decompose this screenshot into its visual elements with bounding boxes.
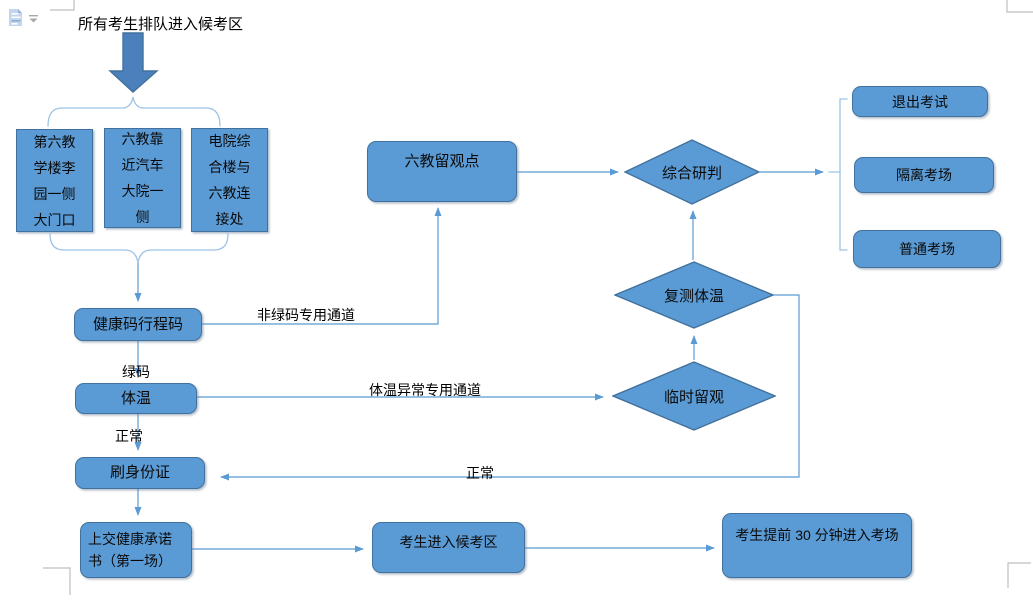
node-decision-retest[interactable]: 复测体温 bbox=[614, 261, 774, 329]
node-gate-2[interactable]: 六教靠近汽车大院一侧 bbox=[104, 128, 181, 228]
node-outcome-normal[interactable]: 普通考场 bbox=[853, 230, 1001, 268]
crop-mark-top-left bbox=[50, 0, 75, 11]
crop-mark-top-right bbox=[1006, 0, 1033, 13]
crop-mark-bottom-right bbox=[1007, 562, 1031, 588]
node-commitment-label: 上交健康承诺书（第一场） bbox=[88, 531, 172, 569]
node-temperature-label: 体温 bbox=[120, 389, 151, 407]
paste-options-icon[interactable] bbox=[9, 9, 22, 26]
page-title: 所有考生排队进入候考区 bbox=[78, 16, 244, 33]
node-outcome-exit[interactable]: 退出考试 bbox=[852, 86, 988, 117]
node-health-code-label: 健康码行程码 bbox=[92, 315, 183, 333]
node-gate-3[interactable]: 电院综合楼与六教连接处 bbox=[191, 128, 268, 232]
node-waiting-area-label: 考生进入候考区 bbox=[399, 534, 498, 550]
edge-nongreen-to-observation bbox=[202, 207, 442, 325]
edge-label-abnormal-channel: 体温异常专用通道 bbox=[369, 382, 481, 398]
crop-marks bbox=[43, 0, 1033, 595]
node-outcome-isolated-label: 隔离考场 bbox=[896, 167, 952, 183]
node-outcome-isolated[interactable]: 隔离考场 bbox=[854, 157, 994, 193]
node-decision-temp-observation-label: 临时留观 bbox=[663, 388, 724, 406]
crop-mark-bottom-left bbox=[43, 567, 71, 595]
node-health-code[interactable]: 健康码行程码 bbox=[74, 308, 202, 341]
node-observation-point[interactable]: 六教留观点 bbox=[367, 141, 517, 202]
outcomes-bracket bbox=[839, 98, 848, 251]
node-outcome-normal-label: 普通考场 bbox=[899, 241, 955, 257]
brace-split bbox=[47, 96, 221, 127]
node-id-check[interactable]: 刷身份证 bbox=[75, 457, 205, 489]
node-decision-judgment-label: 综合研判 bbox=[661, 164, 722, 182]
edge-label-normal-after-retest: 正常 bbox=[466, 465, 494, 481]
node-gate-1[interactable]: 第六教学楼李园一侧大门口 bbox=[16, 129, 93, 232]
diamond-shape bbox=[624, 139, 760, 205]
node-commitment[interactable]: 上交健康承诺书（第一场） bbox=[80, 522, 192, 578]
node-gate-3-label: 电院综合楼与六教连接处 bbox=[208, 133, 251, 227]
node-gate-2-label: 六教靠近汽车大院一侧 bbox=[121, 131, 164, 225]
diamond-shape bbox=[612, 361, 776, 431]
diamond-shape bbox=[614, 261, 774, 329]
big-down-arrow-shape[interactable] bbox=[108, 32, 159, 93]
edge-retest-normal-to-idcheck bbox=[220, 294, 800, 481]
node-decision-retest-label: 复测体温 bbox=[663, 287, 724, 305]
node-outcome-exit-label: 退出考试 bbox=[892, 93, 948, 110]
node-observation-point-label: 六教留观点 bbox=[404, 153, 480, 170]
edge-label-green-code: 绿码 bbox=[122, 364, 150, 380]
node-waiting-area[interactable]: 考生进入候考区 bbox=[372, 522, 525, 573]
brace-merge bbox=[49, 233, 229, 264]
node-id-check-label: 刷身份证 bbox=[109, 464, 170, 481]
node-decision-judgment[interactable]: 综合研判 bbox=[624, 139, 760, 205]
node-enter-room[interactable]: 考生提前 30 分钟进入考场 bbox=[722, 513, 912, 578]
edge-label-normal-after-temp: 正常 bbox=[115, 428, 143, 444]
node-gate-1-label: 第六教学楼李园一侧大门口 bbox=[33, 133, 76, 228]
caret-down-icon[interactable] bbox=[29, 15, 38, 23]
edge-label-non-green-channel: 非绿码专用通道 bbox=[257, 307, 355, 323]
node-enter-room-label: 考生提前 30 分钟进入考场 bbox=[735, 527, 899, 543]
node-decision-temp-observation[interactable]: 临时留观 bbox=[612, 361, 776, 431]
node-temperature[interactable]: 体温 bbox=[75, 383, 197, 414]
